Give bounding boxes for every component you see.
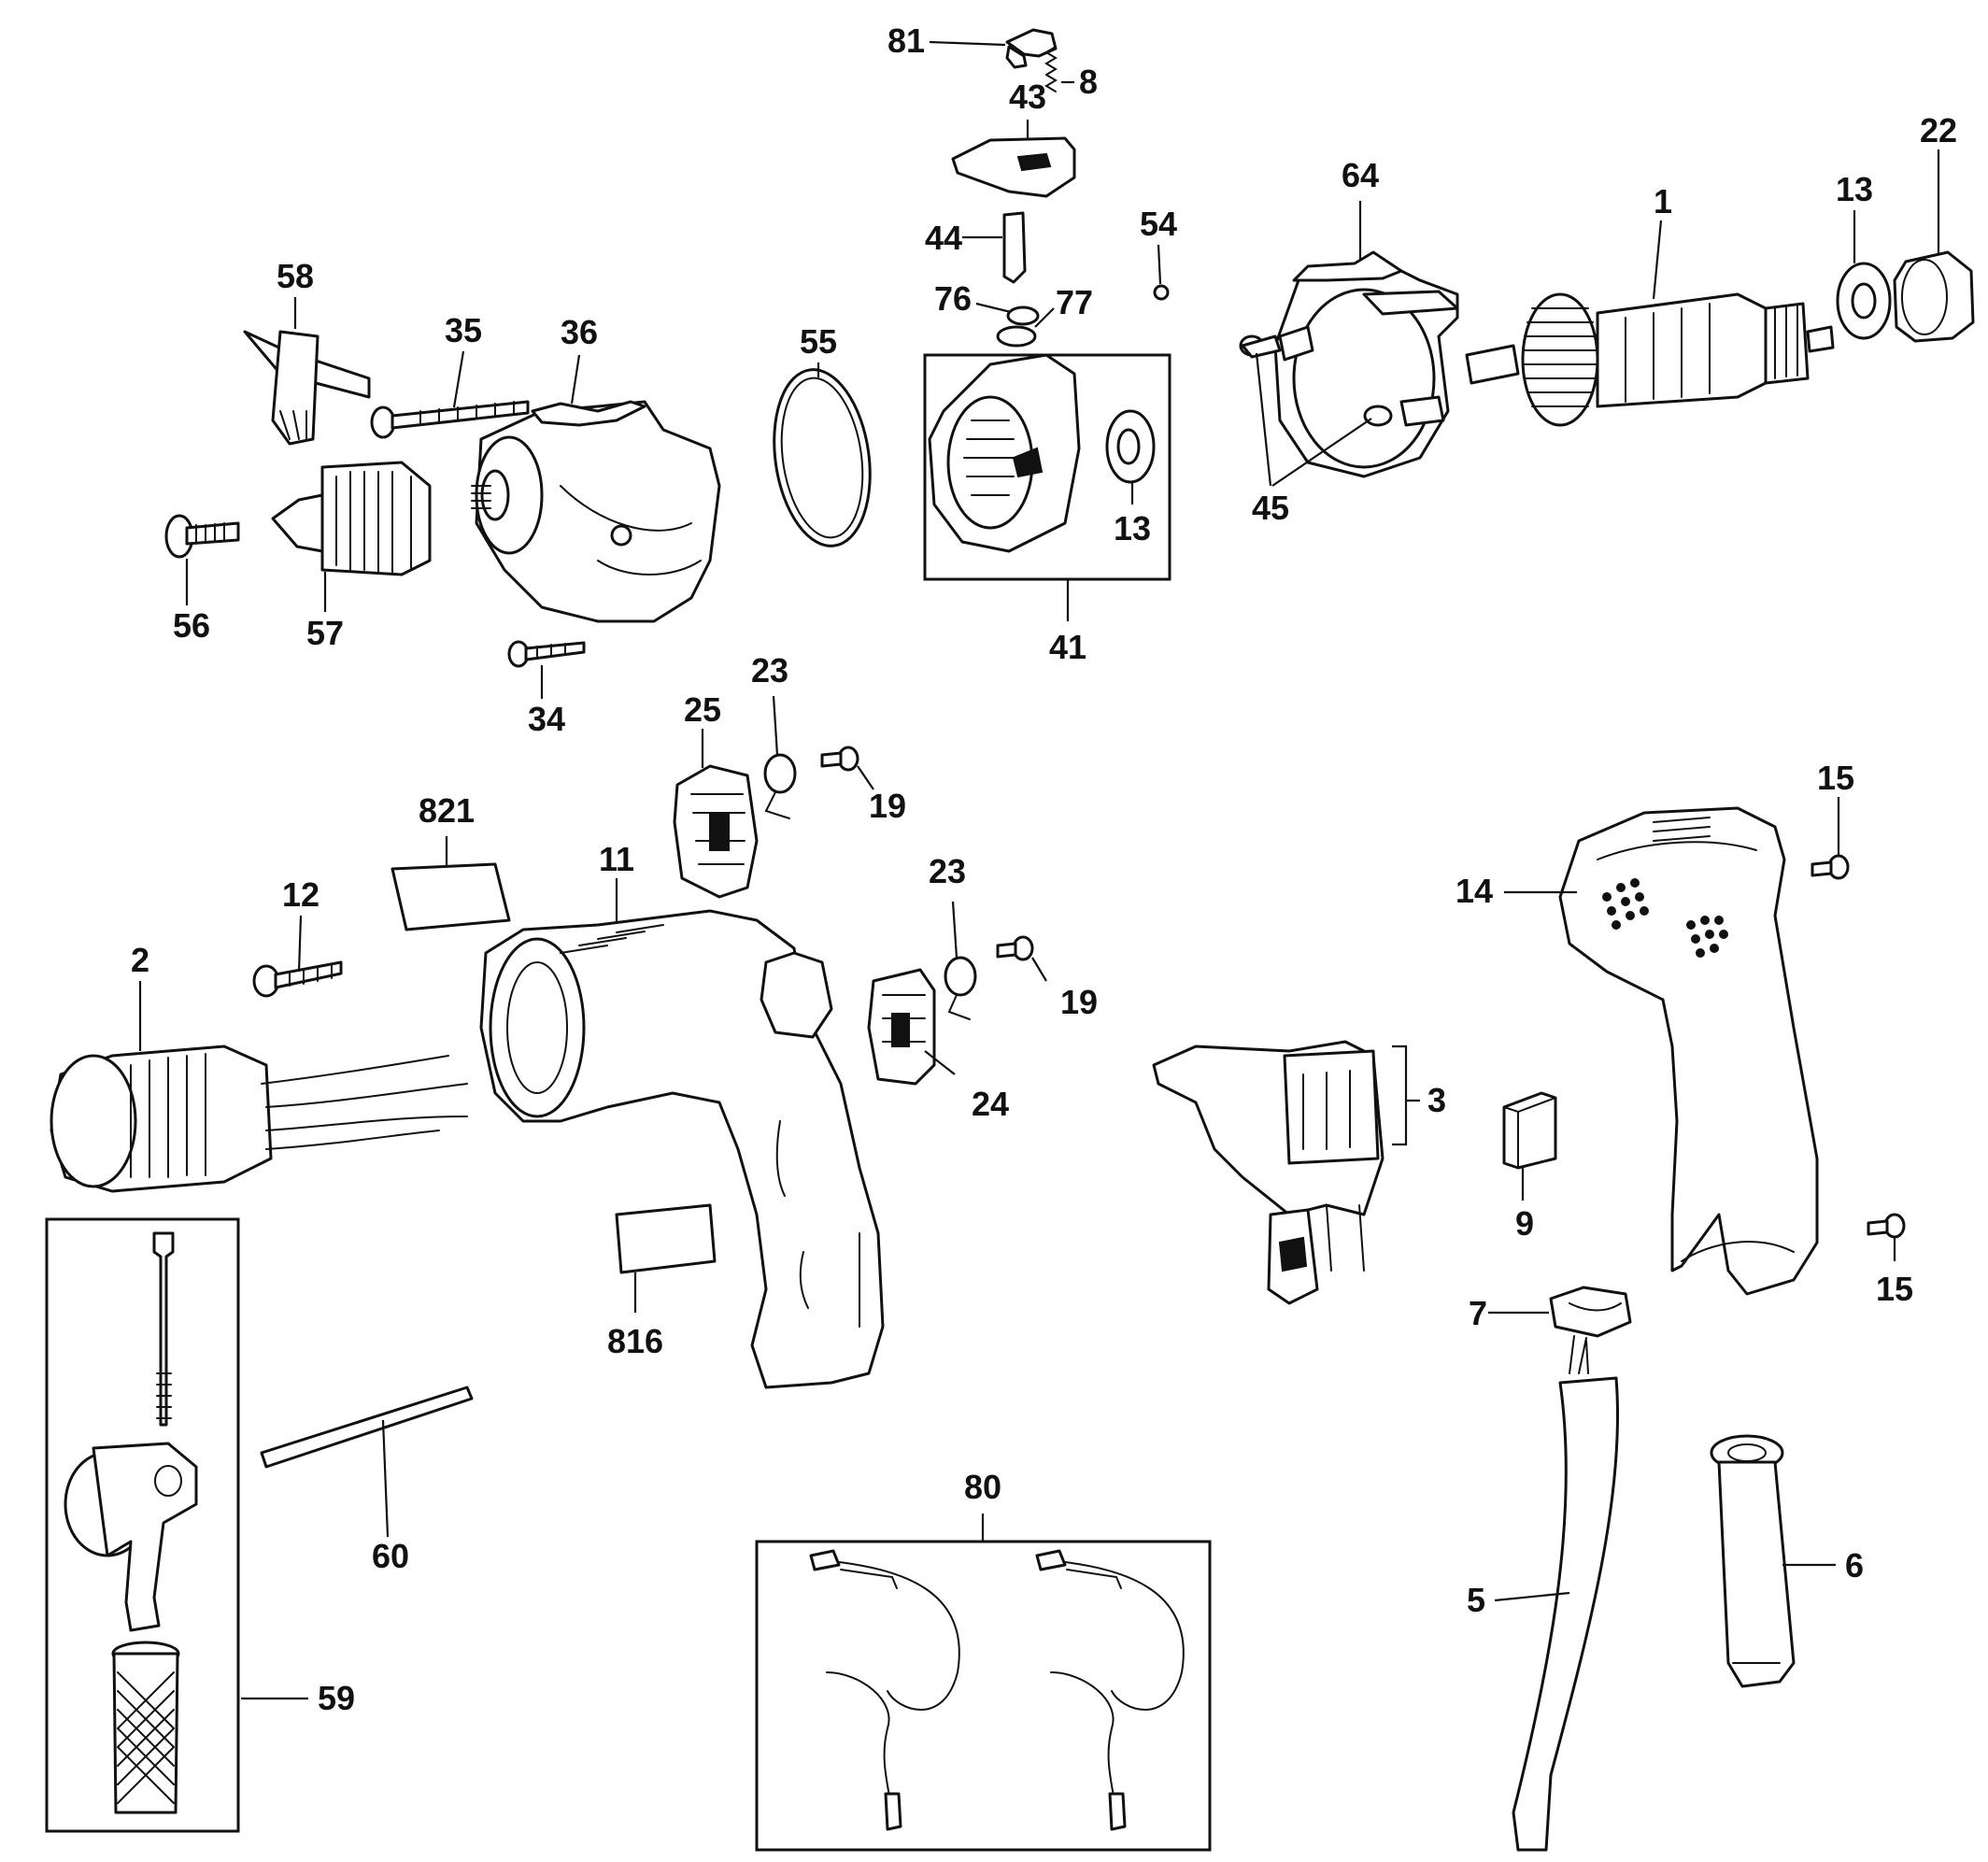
label-6: 6 — [1845, 1546, 1864, 1585]
label-54: 54 — [1140, 205, 1177, 243]
label-57: 57 — [306, 614, 344, 652]
label-9: 9 — [1515, 1204, 1534, 1243]
label-13-top: 13 — [1836, 170, 1873, 208]
part-6-grip — [1710, 1434, 1836, 1688]
part-56-screw — [164, 514, 240, 605]
part-13-bearing — [1836, 210, 1892, 340]
part-5-cord — [1494, 1335, 1620, 1852]
part-821-label-plate — [390, 836, 511, 931]
label-24: 24 — [972, 1085, 1009, 1123]
part-2-field — [50, 981, 468, 1193]
label-11: 11 — [599, 840, 634, 878]
label-1: 1 — [1654, 182, 1672, 220]
label-23-top: 23 — [751, 651, 788, 689]
label-22: 22 — [1920, 111, 1957, 149]
label-25: 25 — [684, 690, 721, 729]
label-3: 3 — [1427, 1081, 1446, 1119]
part-54-ball — [1153, 244, 1170, 301]
label-36: 36 — [561, 313, 598, 351]
part-816-label-plate — [615, 1203, 717, 1313]
label-59: 59 — [318, 1679, 355, 1717]
part-9-block — [1502, 1091, 1557, 1201]
part-34-screw — [507, 640, 586, 699]
part-81-cap — [929, 28, 1058, 69]
part-labels: 81 8 43 64 22 13 1 54 44 58 76 77 35 36 … — [131, 21, 1957, 1717]
label-43: 43 — [1009, 78, 1046, 116]
part-8-spring — [1044, 46, 1074, 92]
part-12-screw — [252, 915, 343, 998]
label-7: 7 — [1469, 1294, 1487, 1332]
label-5: 5 — [1467, 1581, 1485, 1619]
label-55: 55 — [800, 322, 837, 361]
part-19-screw-upper — [820, 746, 874, 790]
label-821: 821 — [419, 791, 475, 830]
part-41-bearing-housing — [923, 353, 1172, 621]
label-12: 12 — [282, 875, 320, 914]
label-41: 41 — [1049, 628, 1086, 666]
label-81: 81 — [888, 21, 925, 60]
part-15-screw-lower — [1867, 1213, 1906, 1261]
part-36-gear-case — [471, 354, 721, 623]
label-816: 816 — [607, 1322, 663, 1360]
label-58: 58 — [277, 257, 314, 295]
part-14-handle-cover — [1504, 806, 1819, 1296]
label-60: 60 — [372, 1537, 409, 1575]
label-13-box: 13 — [1114, 509, 1151, 547]
label-19-lower: 19 — [1060, 983, 1098, 1021]
part-64-45-brush-ring — [1239, 201, 1459, 487]
part-11-motor-housing — [479, 878, 885, 1389]
label-23-lower: 23 — [929, 852, 966, 890]
label-15-top: 15 — [1817, 759, 1854, 797]
label-2: 2 — [131, 941, 149, 979]
part-55-o-ring — [773, 362, 872, 547]
part-57-chuck — [271, 461, 432, 612]
part-22-sleeve — [1893, 149, 1975, 343]
label-34: 34 — [528, 700, 565, 738]
label-8: 8 — [1079, 63, 1098, 101]
label-64: 64 — [1342, 156, 1379, 194]
label-35: 35 — [445, 311, 482, 349]
part-76-77-washers — [975, 302, 1055, 348]
part-23-spring-lower — [944, 901, 977, 1020]
part-25-brush-holder — [673, 729, 759, 899]
label-45: 45 — [1252, 489, 1289, 527]
part-24-brush-holder — [867, 968, 956, 1086]
label-56: 56 — [173, 606, 210, 645]
part-1-armature — [1465, 220, 1835, 427]
part-60-depth-rod — [260, 1386, 474, 1538]
part-7-clamp — [1488, 1286, 1632, 1338]
part-80-carbon-brushes — [755, 1514, 1212, 1852]
part-43-plate — [951, 120, 1076, 198]
part-15-screw-upper — [1810, 797, 1850, 880]
part-44-latch — [962, 211, 1027, 284]
label-15-lower: 15 — [1876, 1270, 1913, 1308]
label-19-top: 19 — [869, 787, 906, 825]
part-58-chuck-key — [243, 297, 371, 446]
part-23-spring-upper — [763, 695, 797, 819]
label-14: 14 — [1456, 872, 1493, 910]
label-76: 76 — [934, 279, 972, 318]
part-19-screw-lower — [996, 935, 1047, 982]
label-44: 44 — [925, 219, 962, 257]
part-59-side-handle — [45, 1217, 308, 1833]
part-3-switch — [1152, 1040, 1420, 1305]
label-80: 80 — [964, 1468, 1001, 1506]
label-77: 77 — [1056, 283, 1093, 321]
part-35-screw — [370, 350, 530, 439]
